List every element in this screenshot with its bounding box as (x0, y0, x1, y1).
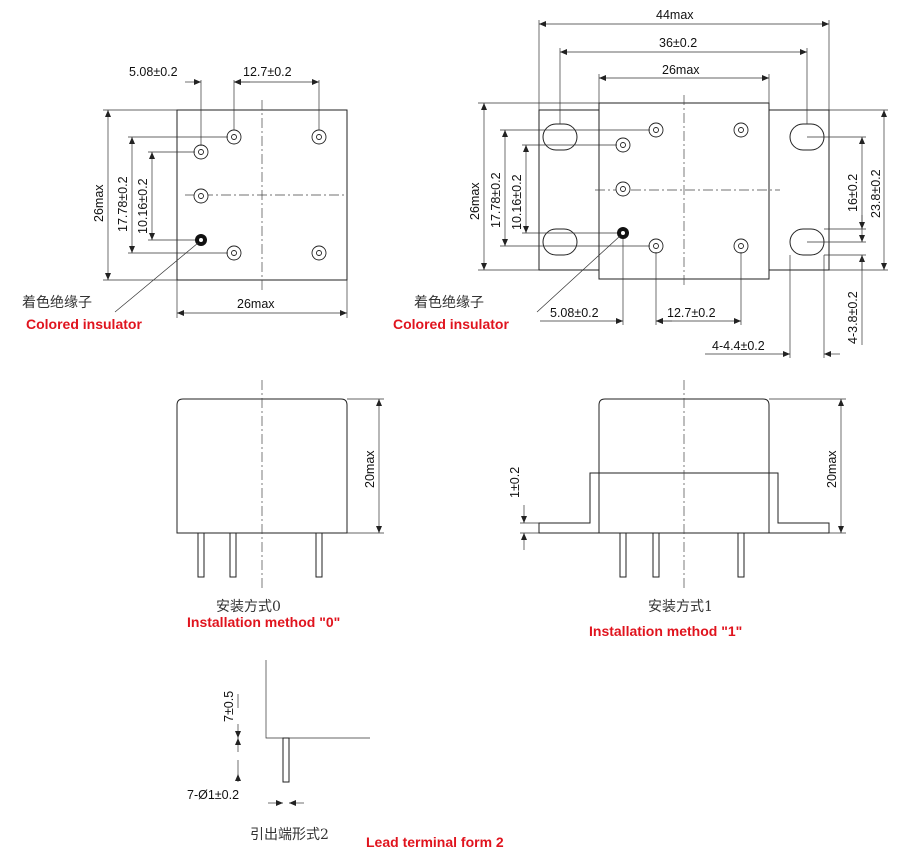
dim-bottom-left: 5.08±0.2 (550, 306, 599, 320)
label-method-0-en: Installation method "0" (187, 614, 340, 630)
label-colored-insulator-en: Colored insulator (393, 316, 509, 332)
dim-pin-span-small: 10.16±0.2 (510, 174, 524, 230)
dim-hole-height: 23.8±0.2 (869, 169, 883, 218)
terminal-pins (615, 122, 749, 254)
dim-mount-holes: 36±0.2 (659, 36, 697, 50)
dim-top-left: 5.08±0.2 (129, 65, 178, 79)
label-colored-insulator-cn: 着色绝缘子 (22, 294, 92, 311)
dim-pin-span: 17.78±0.2 (116, 176, 130, 232)
dim-overall-width: 44max (656, 8, 694, 22)
terminal-pins (193, 129, 327, 261)
dim-pin-span-small: 10.16±0.2 (136, 178, 150, 234)
top-view-method-0 (103, 79, 348, 318)
dim-terminal-diameter: 7-Ø1±0.2 (187, 788, 239, 802)
dim-flange: 1±0.2 (508, 467, 522, 498)
side-view-method-1 (520, 380, 846, 588)
dim-top-right: 12.7±0.2 (243, 65, 292, 79)
label-colored-insulator-en: Colored insulator (26, 316, 142, 332)
lead-terminal-detail (235, 660, 370, 806)
terminal-pins (619, 532, 745, 578)
label-method-1-en: Installation method "1" (589, 623, 742, 639)
dim-bottom-right: 12.7±0.2 (667, 306, 716, 320)
dim-terminal-length: 7±0.5 (222, 691, 236, 722)
dim-height-max: 26max (468, 182, 482, 220)
label-terminal-en: Lead terminal form 2 (366, 834, 504, 850)
label-method-1-cn: 安装方式1 (648, 599, 713, 615)
label-method-0-cn: 安装方式0 (216, 599, 281, 615)
dim-hole: 4-4.4±0.2 (712, 339, 765, 353)
dim-hole-span: 16±0.2 (846, 174, 860, 212)
dim-width-max: 26max (237, 297, 275, 311)
label-colored-insulator-cn: 着色绝缘子 (414, 294, 484, 311)
dim-height-max: 26max (92, 184, 106, 222)
dim-height: 20max (363, 450, 377, 488)
top-view-method-1 (478, 20, 888, 358)
dim-body-width: 26max (662, 63, 700, 77)
side-view-method-0 (176, 380, 384, 588)
dim-pin-span: 17.78±0.2 (489, 172, 503, 228)
label-terminal-cn: 引出端形式2 (250, 827, 329, 843)
dim-slot: 4-3.8±0.2 (846, 291, 860, 344)
dim-height: 20max (825, 450, 839, 488)
terminal-pins (197, 532, 323, 578)
